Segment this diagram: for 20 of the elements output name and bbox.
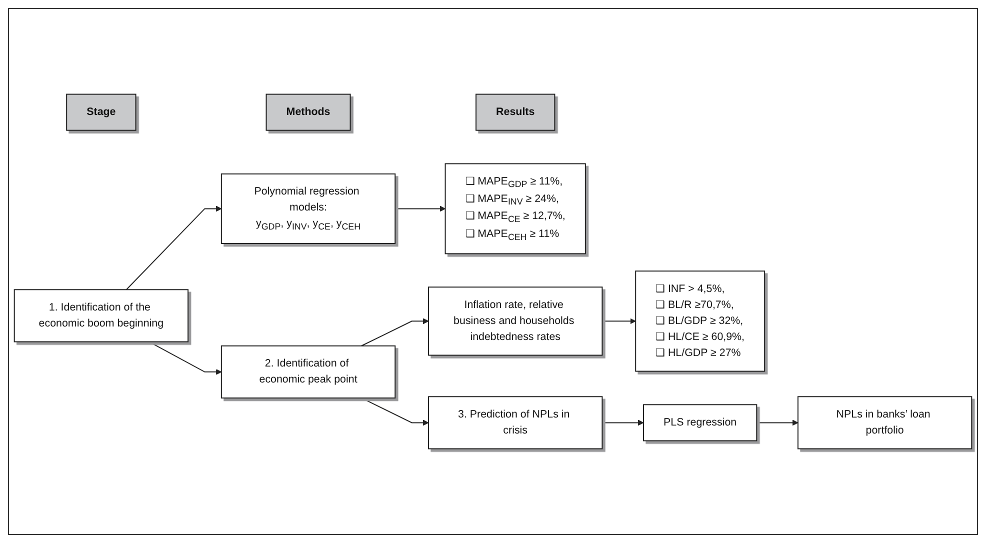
node-box: Methods xyxy=(266,94,351,131)
node-box: ❑ INF > 4,5%, ❑ BL/R ≥70,7%, ❑ BL/GDP ≥ 32%, ❑ HL/CE ≥ 60,9%, ❑ HL/GDP ≥ 27% xyxy=(635,270,766,372)
arrow xyxy=(394,206,446,212)
node-box: Stage xyxy=(66,94,136,131)
node-box: NPLs in banks’ loan portfolio xyxy=(797,396,972,450)
arrow xyxy=(756,420,798,426)
node-box: 3. Prediction of NPLs in crisis xyxy=(428,396,603,450)
node-box: ❑ MAPE$_{GDP}$ ≥ 11%, ❑ MAPE$_{INV}$ ≥ 24%, ❑ MAPE$_{CE}$ ≥ 12,7%, ❑ MAPE$_{CEH}$ ≥ 11% xyxy=(444,163,586,254)
node-box: PLS regression xyxy=(643,404,758,442)
node-box: Inflation rate, relative business and households indebtedness rates xyxy=(428,286,603,356)
node-box: Polynomial regression models: y$_{GDP}$, y$_{INV}$, y$_{CE}$, y$_{CEH}$ xyxy=(220,173,396,244)
arrow xyxy=(602,318,636,324)
arrow xyxy=(126,206,222,290)
arrow xyxy=(360,397,429,426)
arrow xyxy=(602,420,644,426)
arrow xyxy=(360,318,429,346)
arrow xyxy=(148,341,222,375)
node-box: Results xyxy=(476,94,556,131)
node-box: 1. Identification of the economic boom beginning xyxy=(14,289,189,342)
node-box: 2. Identification of economic peak point xyxy=(220,345,396,398)
